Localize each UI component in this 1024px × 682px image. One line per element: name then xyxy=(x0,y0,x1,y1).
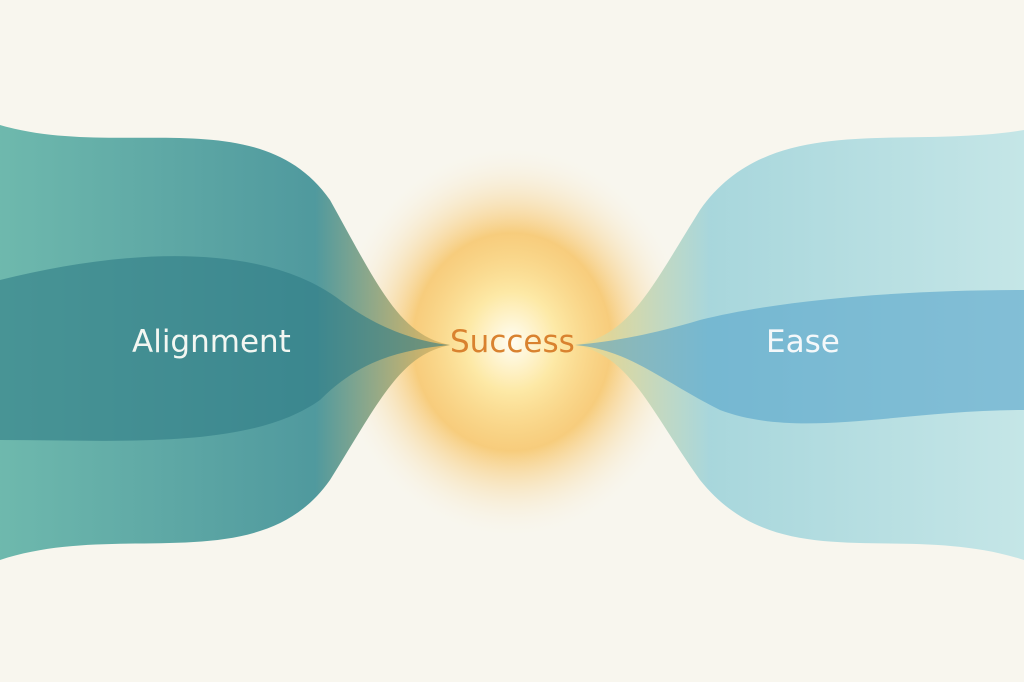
left-wave-band xyxy=(0,256,450,441)
alignment-label: Alignment xyxy=(132,324,291,360)
success-glow xyxy=(312,142,712,542)
ease-label: Ease xyxy=(766,324,840,360)
success-label: Success xyxy=(450,324,575,360)
right-wave-band xyxy=(575,290,1024,424)
